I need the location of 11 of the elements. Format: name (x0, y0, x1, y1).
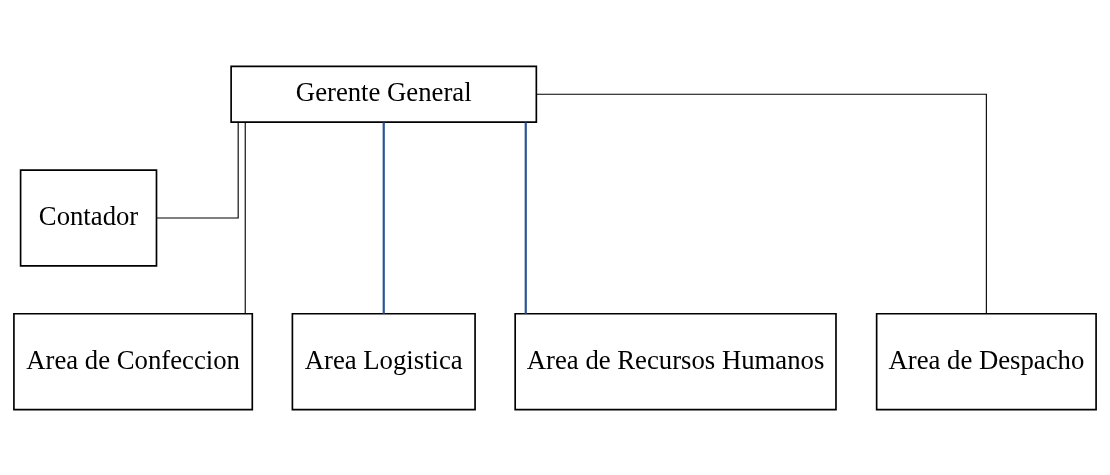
node-box: Area Logistica (291, 312, 476, 410)
node-box: Area de Despacho (875, 312, 1097, 410)
connector (244, 121, 246, 314)
connector (524, 121, 527, 314)
connector (382, 121, 385, 314)
node-box: Gerente General (230, 65, 538, 123)
connector (156, 121, 239, 218)
node-box: Area de Confeccion (13, 312, 254, 410)
node-box: Area de Recursos Humanos (514, 312, 837, 410)
node-box: Contador (19, 168, 158, 267)
connector (536, 93, 987, 314)
